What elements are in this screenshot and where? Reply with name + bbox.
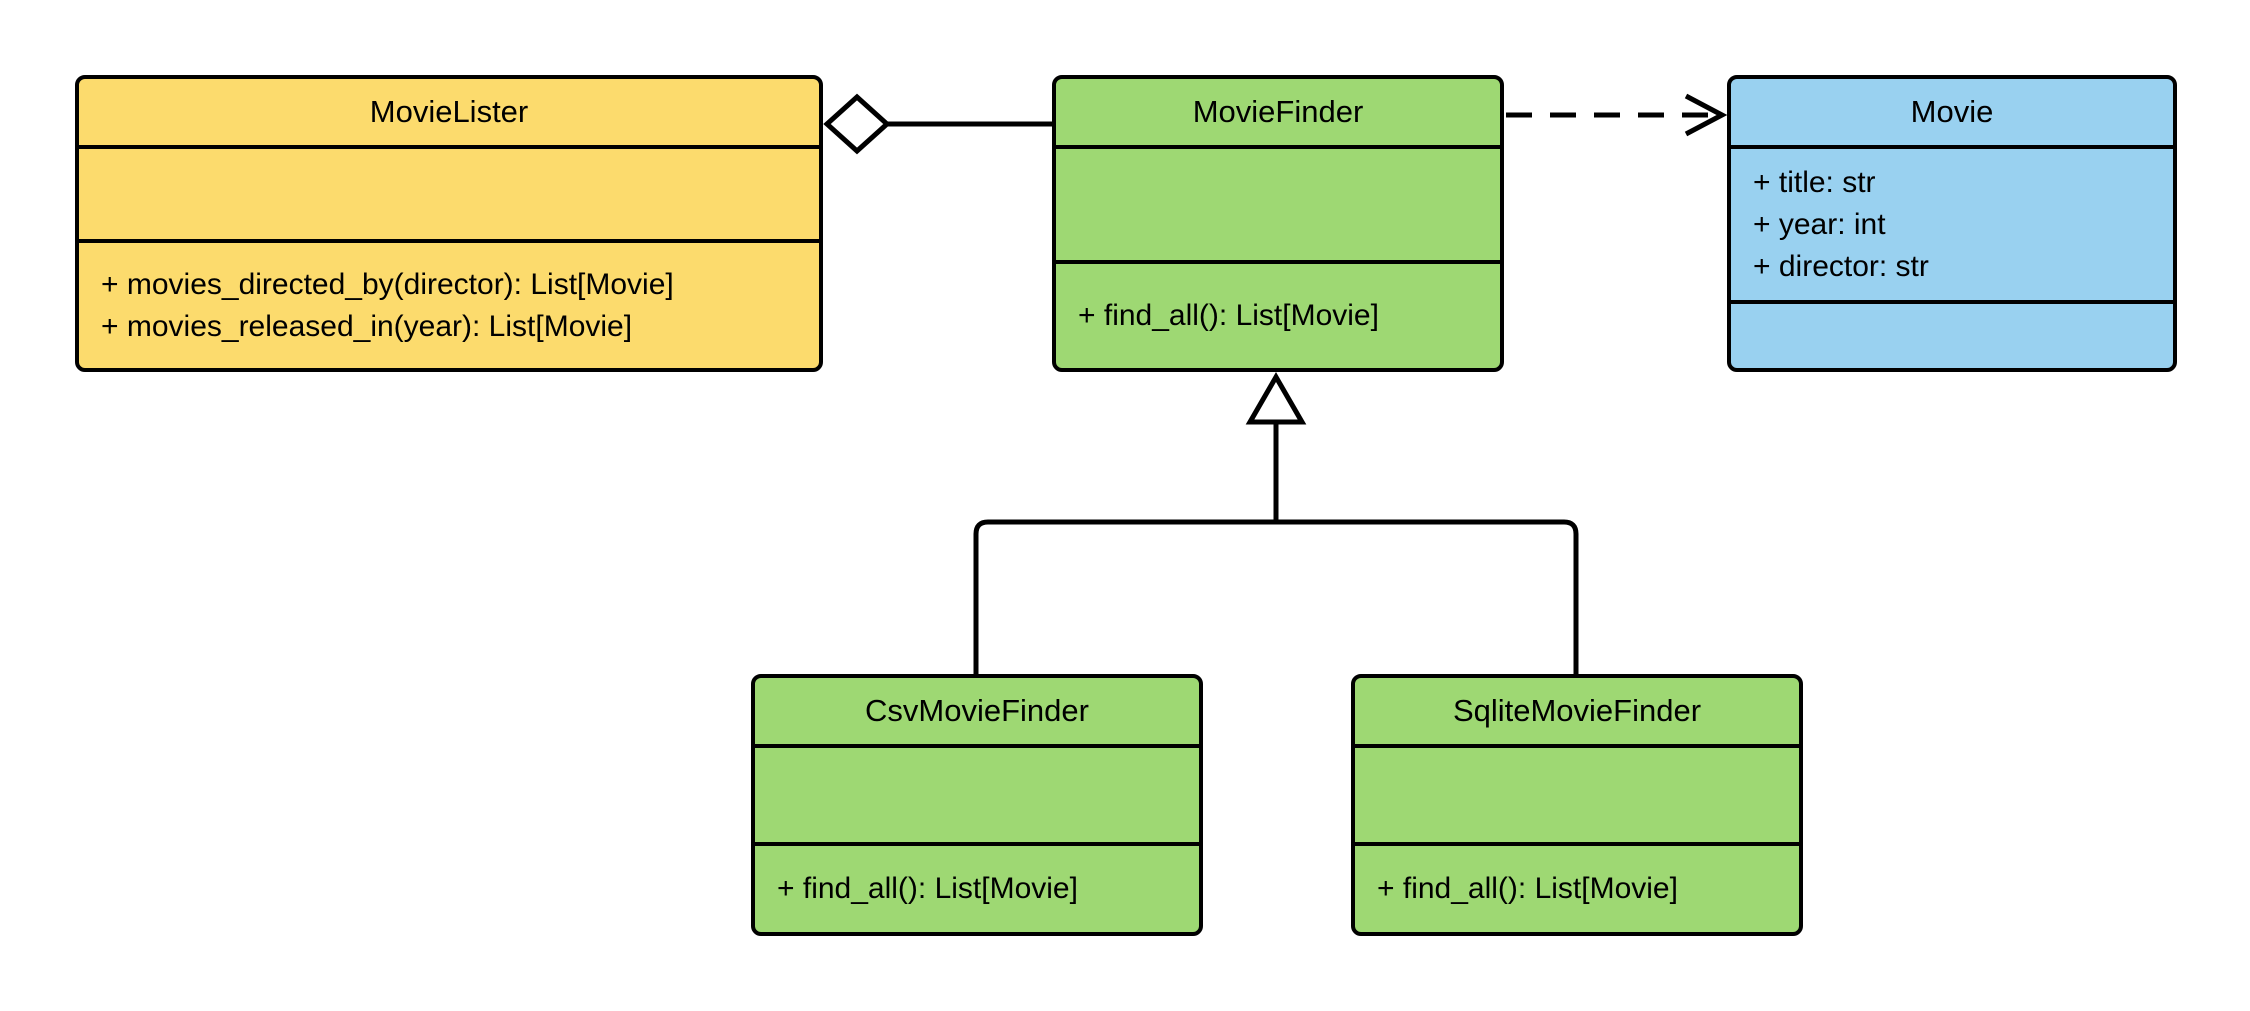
method-line: + movies_released_in(year): List[Movie] (101, 309, 633, 343)
class-box-csvmoviefinder[interactable]: CsvMovieFinder + find_all(): List[Movie] (751, 674, 1203, 936)
attribute-line: + year: int (1753, 207, 1886, 241)
class-box-movie[interactable]: Movie + title: str + year: int + directo… (1727, 75, 2177, 372)
generalization-tree[interactable] (973, 372, 1579, 674)
open-arrowhead-icon (1684, 93, 1728, 137)
aggregation-diamond-icon (823, 93, 891, 155)
class-title: MovieLister (369, 94, 529, 129)
attribute-line: + title: str (1753, 165, 1876, 199)
class-box-movielister[interactable]: MovieLister + movies_directed_by(directo… (75, 75, 823, 372)
methods-compartment: + movies_directed_by(director): List[Mov… (79, 239, 819, 368)
method-line: + find_all(): List[Movie] (1377, 872, 1678, 905)
class-title: MovieFinder (1192, 94, 1364, 129)
class-box-sqlitemoviefinder[interactable]: SqliteMovieFinder + find_all(): List[Mov… (1351, 674, 1803, 936)
method-line: + find_all(): List[Movie] (777, 872, 1078, 905)
attributes-compartment (755, 744, 1199, 842)
class-title: Movie (1910, 94, 1994, 129)
attributes-compartment: + title: str + year: int + director: str (1731, 145, 2173, 300)
methods-compartment: + find_all(): List[Movie] (1355, 842, 1799, 932)
aggregation-movielister-moviefinder[interactable] (823, 93, 1052, 155)
generalization-triangle-icon (1245, 372, 1307, 425)
attributes-compartment (1355, 744, 1799, 842)
methods-compartment: + find_all(): List[Movie] (1056, 260, 1500, 368)
class-box-moviefinder[interactable]: MovieFinder + find_all(): List[Movie] (1052, 75, 1504, 372)
methods-compartment (1731, 300, 2173, 368)
method-line: + find_all(): List[Movie] (1078, 299, 1379, 332)
attributes-compartment (1056, 145, 1500, 260)
attributes-compartment (79, 145, 819, 239)
dependency-moviefinder-movie[interactable] (1506, 93, 1728, 137)
class-title: CsvMovieFinder (865, 693, 1089, 728)
method-line: + movies_directed_by(director): List[Mov… (101, 267, 674, 301)
attribute-line: + director: str (1753, 249, 1929, 283)
methods-compartment: + find_all(): List[Movie] (755, 842, 1199, 932)
class-title: SqliteMovieFinder (1452, 693, 1702, 728)
